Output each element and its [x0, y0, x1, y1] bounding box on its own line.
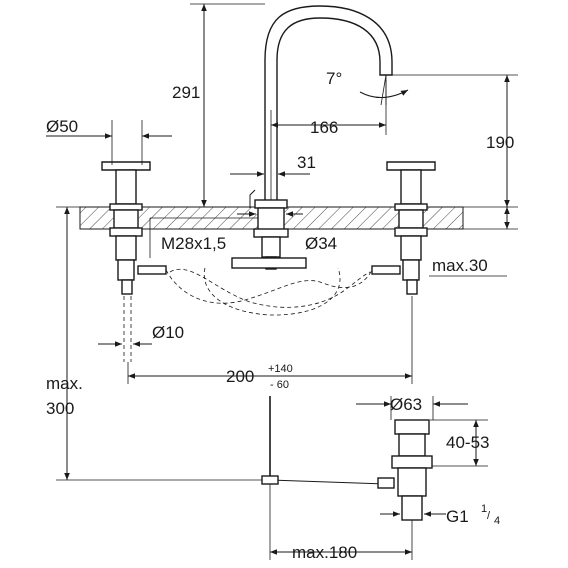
depth-max-word-label: max. — [46, 374, 83, 393]
thread-label: M28x1,5 — [161, 234, 226, 253]
drain-height-label: 40-53 — [446, 433, 489, 452]
drain-thread-main-label: G1 — [446, 507, 469, 526]
connector-hoses — [137, 257, 401, 316]
supply-diameter-label: Ø10 — [152, 323, 184, 342]
spout-height-label: 291 — [172, 83, 200, 102]
spout — [249, 5, 393, 209]
drain-assembly — [261, 396, 433, 521]
lever-offset-label: 31 — [297, 153, 316, 172]
center-spacing-label: 200 — [226, 367, 254, 386]
drain-thread-numerator-label: 1 — [481, 503, 487, 515]
supply-line — [123, 296, 132, 362]
spout-base — [253, 207, 289, 270]
rod-reach-label: max.180 — [292, 543, 357, 562]
dimension-lines — [46, 3, 518, 560]
right-handle-valve — [386, 161, 436, 295]
spout-reach-label: 166 — [310, 118, 338, 137]
spacing-tolerance-minus-label: - 60 — [270, 379, 289, 391]
deck-thickness-label: max.30 — [432, 256, 488, 275]
base-diameter-label: Ø34 — [305, 234, 337, 253]
spout-angle-label: 7° — [326, 69, 342, 88]
drain-diameter-label: Ø63 — [390, 395, 422, 414]
spout-outlet-height-label: 190 — [486, 133, 514, 152]
handle-diameter-label: Ø50 — [46, 117, 78, 136]
drain-thread-denominator-label: 4 — [494, 515, 500, 527]
depth-max-value-label: 300 — [46, 399, 74, 418]
left-handle-valve — [101, 161, 151, 295]
drain-thread-fraction-slash: / — [487, 510, 491, 522]
spacing-tolerance-plus-label: +140 — [268, 363, 293, 375]
